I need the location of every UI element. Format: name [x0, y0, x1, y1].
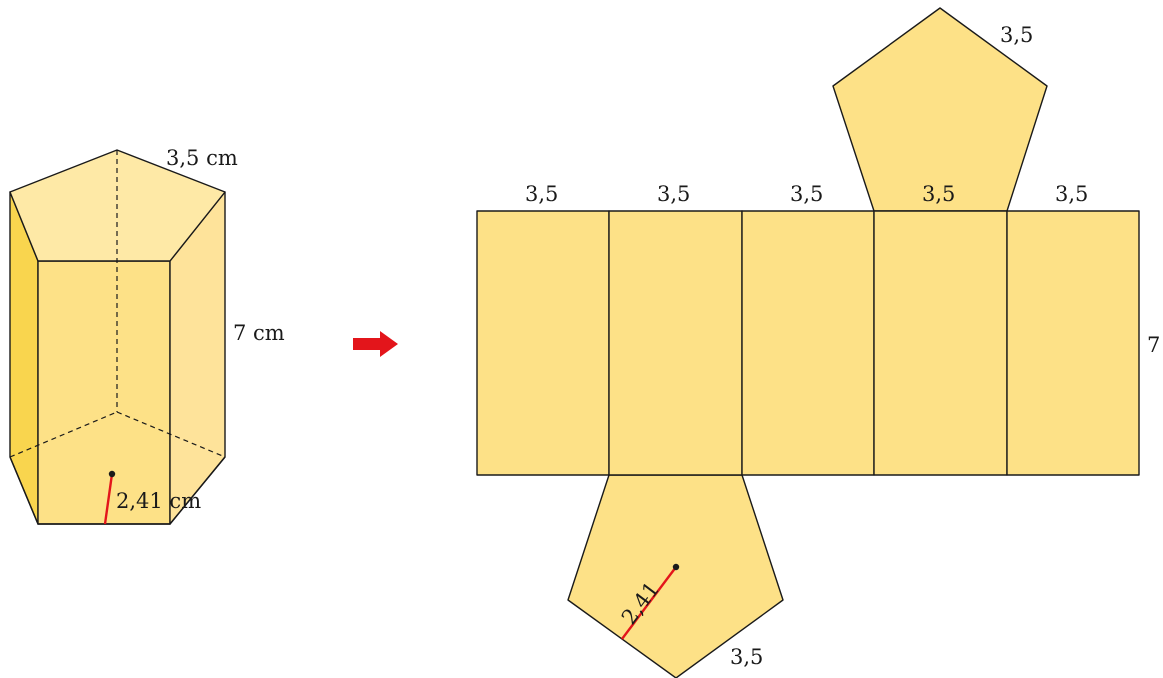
- net-rect-2: [608, 210, 743, 476]
- net-rect-label-4: 3,5: [922, 182, 955, 206]
- net-apothem-center-dot: [672, 563, 680, 571]
- net-rect-label-3: 3,5: [790, 182, 823, 206]
- prism-front-face: [37, 260, 171, 525]
- prism-apothem-center-dot: [108, 470, 116, 478]
- prism-apothem-line: [103, 473, 114, 525]
- prism-apothem-label: 2,41 cm: [116, 489, 201, 513]
- prism-edge-label: 3,5 cm: [166, 146, 238, 170]
- net-rect-label-1: 3,5: [525, 182, 558, 206]
- pentagonal-prism: 3,5 cm 7 cm 2,41 cm: [9, 146, 285, 525]
- net-top-pentagon-label: 3,5: [1000, 23, 1033, 47]
- prism-hidden-bottom-edge-right: [116, 411, 226, 458]
- net-rect-3: [741, 210, 875, 476]
- prism-hidden-bottom-edge-left: [9, 411, 118, 458]
- net-rect-label-2: 3,5: [657, 182, 690, 206]
- prism-net: 3,5 3,5 3,5 3,5 3,5 7 3,5 3,5 2,41: [476, 7, 1160, 678]
- net-rect-4: [873, 210, 1008, 476]
- net-height-label: 7: [1147, 333, 1160, 357]
- net-bottom-pentagon-edge-label: 3,5: [730, 645, 763, 669]
- net-apothem-line: [621, 566, 677, 640]
- net-rect-1: [476, 210, 610, 476]
- net-rect-label-5: 3,5: [1055, 182, 1088, 206]
- arrow-right-icon: [353, 331, 398, 357]
- net-rect-5: [1006, 210, 1140, 476]
- prism-height-label: 7 cm: [233, 321, 285, 345]
- prism-bottom-edges: [9, 456, 226, 525]
